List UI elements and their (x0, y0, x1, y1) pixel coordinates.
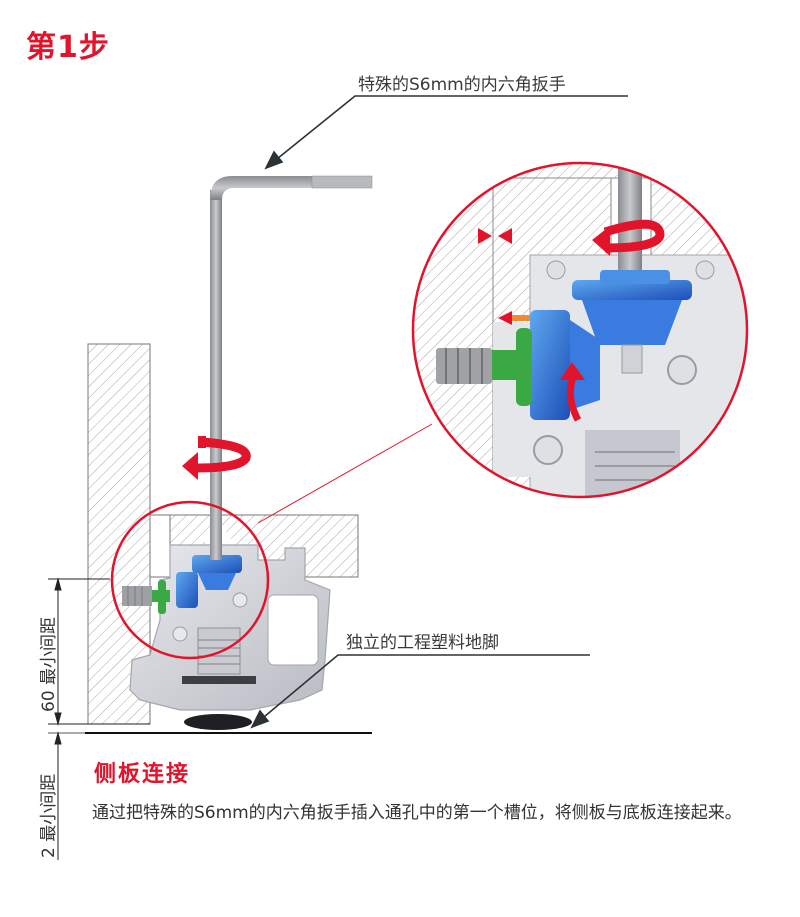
wrench-callout-leader (264, 95, 628, 170)
rotation-arrow-icon (182, 436, 251, 480)
min-gap-60-label: 60 最小间距 (39, 616, 59, 712)
dimension-lines (48, 577, 150, 860)
min-gap-2-label: 2 最小间距 (39, 773, 59, 858)
foot-callout-leader (250, 654, 590, 729)
detail-zoom-view (413, 163, 747, 497)
detail-circle-small (110, 500, 270, 660)
section-title: 侧板连接 (94, 762, 191, 787)
foot-label: 独立的工程塑料地脚 (346, 633, 499, 653)
hex-wrench (210, 175, 373, 560)
step-title: 第1步 (26, 30, 110, 65)
detail-circle-large (411, 161, 749, 499)
detail-connector-line (257, 423, 433, 524)
section-description: 通过把特殊的S6mm的内六角扳手插入通孔中的第一个槽位，将侧板与底板连接起来。 (92, 803, 742, 823)
wrench-label: 特殊的S6mm的内六角扳手 (358, 75, 566, 95)
bevel-gear-small (122, 555, 242, 614)
